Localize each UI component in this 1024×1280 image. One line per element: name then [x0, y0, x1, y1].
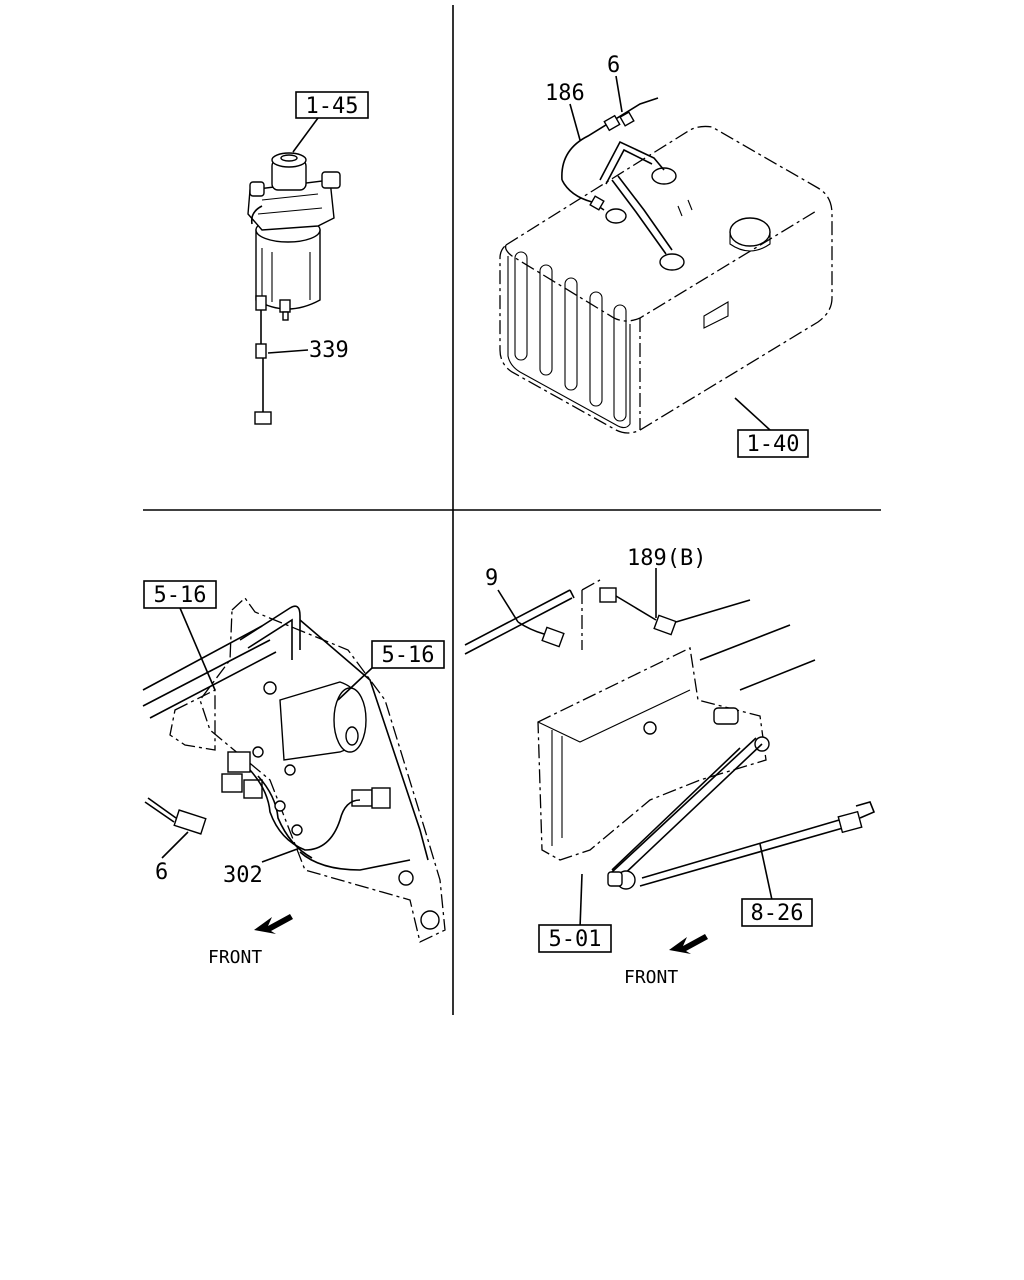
callout-8-26[interactable]: 8-26 [741, 898, 813, 927]
leader-lines-q4 [497, 568, 773, 929]
svg-text:1-45: 1-45 [306, 94, 359, 119]
callout-1-45[interactable]: 1-45 [295, 91, 369, 119]
svg-text:5-16: 5-16 [382, 643, 435, 668]
callout-6-rod[interactable]: 6 [155, 860, 168, 885]
leader-lines-q2 [569, 75, 771, 431]
fuel-filter-illustration [247, 152, 341, 425]
leader-lines-q3 [161, 607, 373, 863]
callout-5-16-right[interactable]: 5-16 [371, 640, 445, 669]
front-arrow-icon [669, 934, 708, 954]
frame-hose-illustration [464, 579, 876, 890]
callout-302[interactable]: 302 [223, 863, 263, 888]
callout-1-40[interactable]: 1-40 [737, 429, 809, 458]
front-label-q4: FRONT [624, 967, 678, 988]
leader-lines-q1 [267, 117, 319, 354]
svg-text:1-40: 1-40 [747, 432, 800, 457]
callout-6-tank[interactable]: 6 [607, 53, 620, 78]
front-label-q3: FRONT [208, 947, 262, 968]
callout-189b[interactable]: 189(B) [627, 546, 706, 571]
callout-5-01[interactable]: 5-01 [538, 924, 612, 953]
quadrant-dividers [143, 5, 881, 1015]
callout-9[interactable]: 9 [485, 566, 498, 591]
pump-assembly-illustration [142, 597, 446, 943]
svg-text:5-16: 5-16 [154, 583, 207, 608]
front-arrow-icon [254, 914, 293, 934]
callout-5-16-left[interactable]: 5-16 [143, 580, 217, 609]
callout-186[interactable]: 186 [545, 81, 585, 106]
fuel-tank-illustration [499, 97, 833, 434]
callout-339[interactable]: 339 [309, 338, 349, 363]
svg-text:5-01: 5-01 [549, 927, 602, 952]
svg-text:8-26: 8-26 [751, 901, 804, 926]
